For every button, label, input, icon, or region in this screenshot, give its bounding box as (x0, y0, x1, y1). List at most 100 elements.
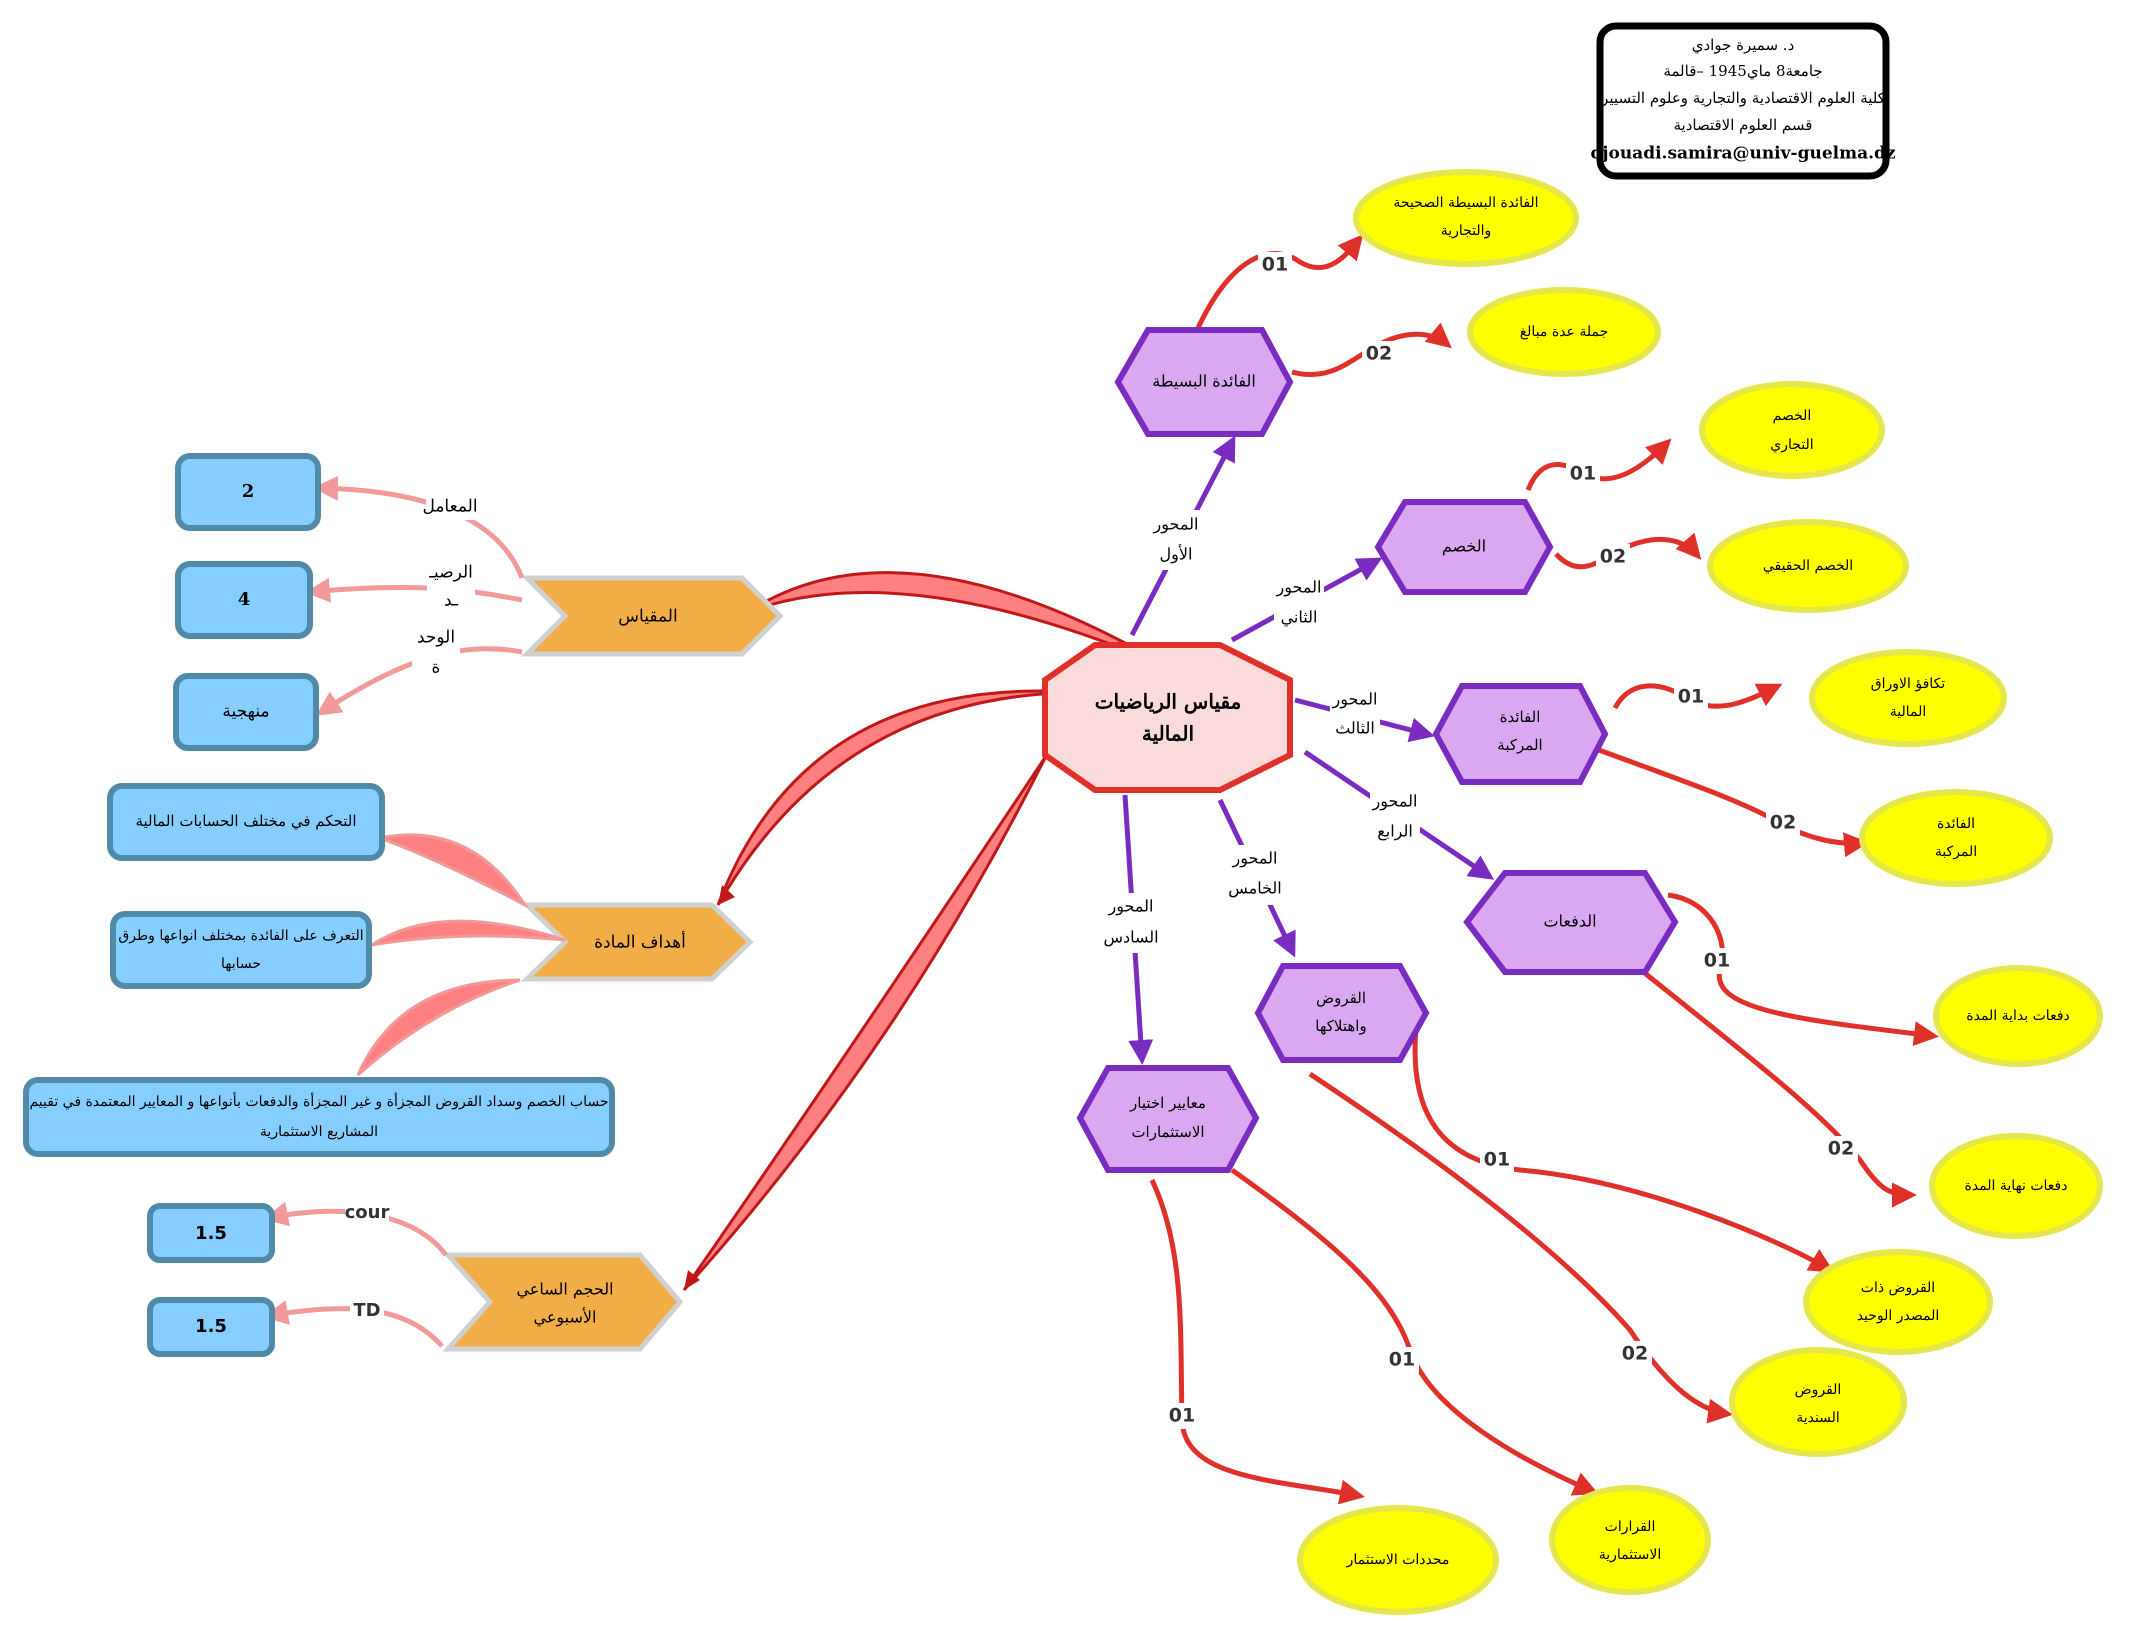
axis-6-title-line1: معايير اختيار (1129, 1094, 1206, 1112)
lecture-hours-value: 1.5 (195, 1223, 227, 1244)
department-name: قسم العلوم الاقتصادية (1674, 116, 1813, 134)
topic-true-discount[interactable]: الخصم الحقيقي (1707, 519, 1909, 613)
miqyas-title: المقياس (618, 607, 677, 627)
axis-2-label-line2: الثاني (1281, 608, 1318, 627)
central-topic-line2: المالية (1142, 722, 1194, 746)
miqyas-branch: المقياس المعامل الرصيـ ـد الوحد ة 2 4 من… (173, 453, 784, 751)
topic-single-source-loans[interactable]: القروض ذات المصدر الوحيد (1803, 1249, 1993, 1355)
axis-5-title-line2: واهتلاكها (1315, 1017, 1366, 1035)
axis-3-title-line1: الفائدة (1500, 708, 1541, 726)
weekly-hours-branch: الحجم الساعي الأسبوعي cour TD 1.5 1.5 (147, 1200, 684, 1357)
tutorial-hours-box[interactable] (147, 1297, 275, 1357)
topic-3-2-line2: المركبة (1935, 844, 1977, 860)
topic-6-2-line1: القرارات (1605, 1519, 1656, 1535)
topic-2-1-line2: التجاري (1770, 437, 1813, 453)
goal-box-1[interactable] (107, 783, 385, 861)
topic-securities-equivalence[interactable]: تكافؤ الاوراق المالية (1809, 649, 2007, 747)
topic-sum-of-amounts[interactable]: جملة عدة مبالغ (1467, 287, 1661, 377)
topic-5-2-line2: السندية (1796, 1410, 1840, 1426)
axis-3-label-line2: الثالث (1335, 719, 1375, 738)
axis-5-sub-1-number: 01 (1484, 1149, 1510, 1171)
author-email[interactable]: djouadi.samira@univ-guelma.dz (1590, 144, 1895, 164)
axis-6-sub-1-number: 01 (1169, 1405, 1195, 1427)
axis-5-node[interactable]: القروض واهتلاكها (1254, 963, 1430, 1063)
topic-4-2-line1: دفعات نهاية المدة (1965, 1178, 2068, 1194)
topic-2-2-line1: الخصم الحقيقي (1763, 558, 1853, 574)
topic-6-1-line1: محددات الاستثمار (1346, 1552, 1450, 1568)
lecture-label: cour (345, 1202, 390, 1223)
sub-branch-connectors: 01 02 01 02 01 02 01 02 01 02 01 01 (1149, 234, 1939, 1505)
topic-annuity-due[interactable]: دفعات بداية المدة (1933, 965, 2103, 1067)
axis-6-label-line1: المحور (1108, 897, 1154, 916)
axis-3-title-line2: المركبة (1497, 736, 1542, 754)
topic-2-1-line1: الخصم (1773, 408, 1812, 424)
university-name: جامعة8 ماي1945 –قالمة (1663, 62, 1822, 80)
central-topic[interactable]: مقياس الرياضيات المالية (1042, 642, 1293, 793)
goal-2-text-line2: حسابها (221, 956, 261, 972)
axis-4-sub-2-number: 02 (1828, 1138, 1854, 1160)
left-branch-connectors (682, 571, 1129, 1292)
tutorial-label: TD (353, 1300, 380, 1321)
axis-5-sub-2-number: 02 (1622, 1343, 1648, 1365)
course-goals-node[interactable] (520, 902, 754, 982)
axis-1-sub-1-number: 01 (1262, 254, 1288, 276)
axis-2-label-line1: المحور (1276, 578, 1322, 597)
weekly-hours-node[interactable] (442, 1252, 684, 1352)
goal-box-3[interactable] (23, 1077, 615, 1157)
unit-label-part1: الوحد (417, 628, 455, 648)
course-goals-branch: أهداف المادة التحكم في مختلف الحسابات ال… (23, 783, 754, 1157)
central-topic-octagon[interactable] (1042, 642, 1293, 793)
miqyas-node[interactable] (520, 575, 784, 657)
axis-1-label-line1: المحور (1153, 515, 1199, 534)
topic-1-2-line1: جملة عدة مبالغ (1520, 324, 1609, 340)
topic-3-2-line1: الفائدة (1937, 816, 1975, 832)
central-topic-line1: مقياس الرياضيات (1095, 690, 1242, 715)
axis-4-label-line1: المحور (1372, 792, 1418, 811)
axis-2-node[interactable]: الخصم (1374, 499, 1554, 595)
topic-bond-loans[interactable]: القروض السندية (1729, 1347, 1907, 1457)
topic-investment-decisions[interactable]: القرارات الاستثمارية (1549, 1485, 1711, 1595)
credit-value: 4 (238, 589, 251, 610)
axis-connectors: المحور الأول المحور الثاني المحور الثالث… (1100, 435, 1495, 1065)
goal-box-2[interactable] (110, 911, 372, 989)
weekly-hours-title-line2: الأسبوعي (534, 1308, 597, 1327)
topic-commercial-discount[interactable]: الخصم التجاري (1699, 381, 1885, 479)
axis-1-node[interactable]: الفائدة البسيطة (1114, 327, 1294, 437)
coefficient-label: المعامل (422, 497, 477, 517)
axis-3-sub-1-number: 01 (1678, 686, 1704, 708)
axis-5-label-line2: الخامس (1228, 879, 1282, 898)
goal-2-text-line1: التعرف على الفائدة بمختلف انواعها وطرق (118, 928, 363, 944)
topic-ordinary-annuity[interactable]: دفعات نهاية المدة (1929, 1133, 2103, 1239)
axis-2-title: الخصم (1442, 537, 1486, 556)
lecture-hours-box[interactable] (147, 1203, 275, 1263)
topic-investment-determinants[interactable]: محددات الاستثمار (1297, 1505, 1499, 1615)
goal-3-text-line2: المشاريع الاستثمارية (260, 1124, 378, 1140)
topic-simple-interest-commercial[interactable]: الفائدة البسيطة الصحيحة والتجارية (1353, 169, 1579, 267)
author-name: د. سميرة جوادي (1692, 36, 1795, 54)
tutorial-hours-value: 1.5 (195, 1316, 227, 1337)
coefficient-value: 2 (242, 481, 255, 502)
axis-3-node[interactable]: الفائدة المركبة (1432, 683, 1609, 785)
topic-5-2-line1: القروض (1795, 1382, 1842, 1398)
credit-label-part1: الرصيـ (428, 563, 473, 583)
credit-value-box[interactable] (175, 561, 313, 639)
unit-value: منهجية (222, 702, 269, 722)
faculty-name: كلية العلوم الاقتصادية والتجارية وعلوم ا… (1600, 89, 1886, 107)
axis-3-sub-2-number: 02 (1770, 812, 1796, 834)
unit-value-box[interactable] (173, 673, 319, 751)
axis-1-title: الفائدة البسيطة (1152, 372, 1256, 391)
axis-4-title: الدفعات (1543, 912, 1596, 931)
axis-4-node[interactable]: الدفعات (1463, 870, 1679, 975)
axis-6-node[interactable]: معايير اختيار الاستثمارات (1076, 1065, 1260, 1173)
topic-compound-interest[interactable]: الفائدة المركبة (1859, 789, 2053, 887)
course-goals-title: أهداف المادة (594, 931, 686, 953)
axis-6-sub-2-number: 01 (1389, 1349, 1415, 1371)
axis-2-sub-2-number: 02 (1600, 546, 1626, 568)
axis-6-label-line2: السادس (1103, 928, 1158, 947)
topic-1-1-line2: والتجارية (1441, 223, 1492, 239)
axis-6-title-line2: الاستثمارات (1131, 1123, 1204, 1141)
axis-5-label-line1: المحور (1232, 849, 1278, 868)
coefficient-value-box[interactable] (175, 453, 321, 531)
axis-5-title-line1: القروض (1316, 989, 1366, 1007)
